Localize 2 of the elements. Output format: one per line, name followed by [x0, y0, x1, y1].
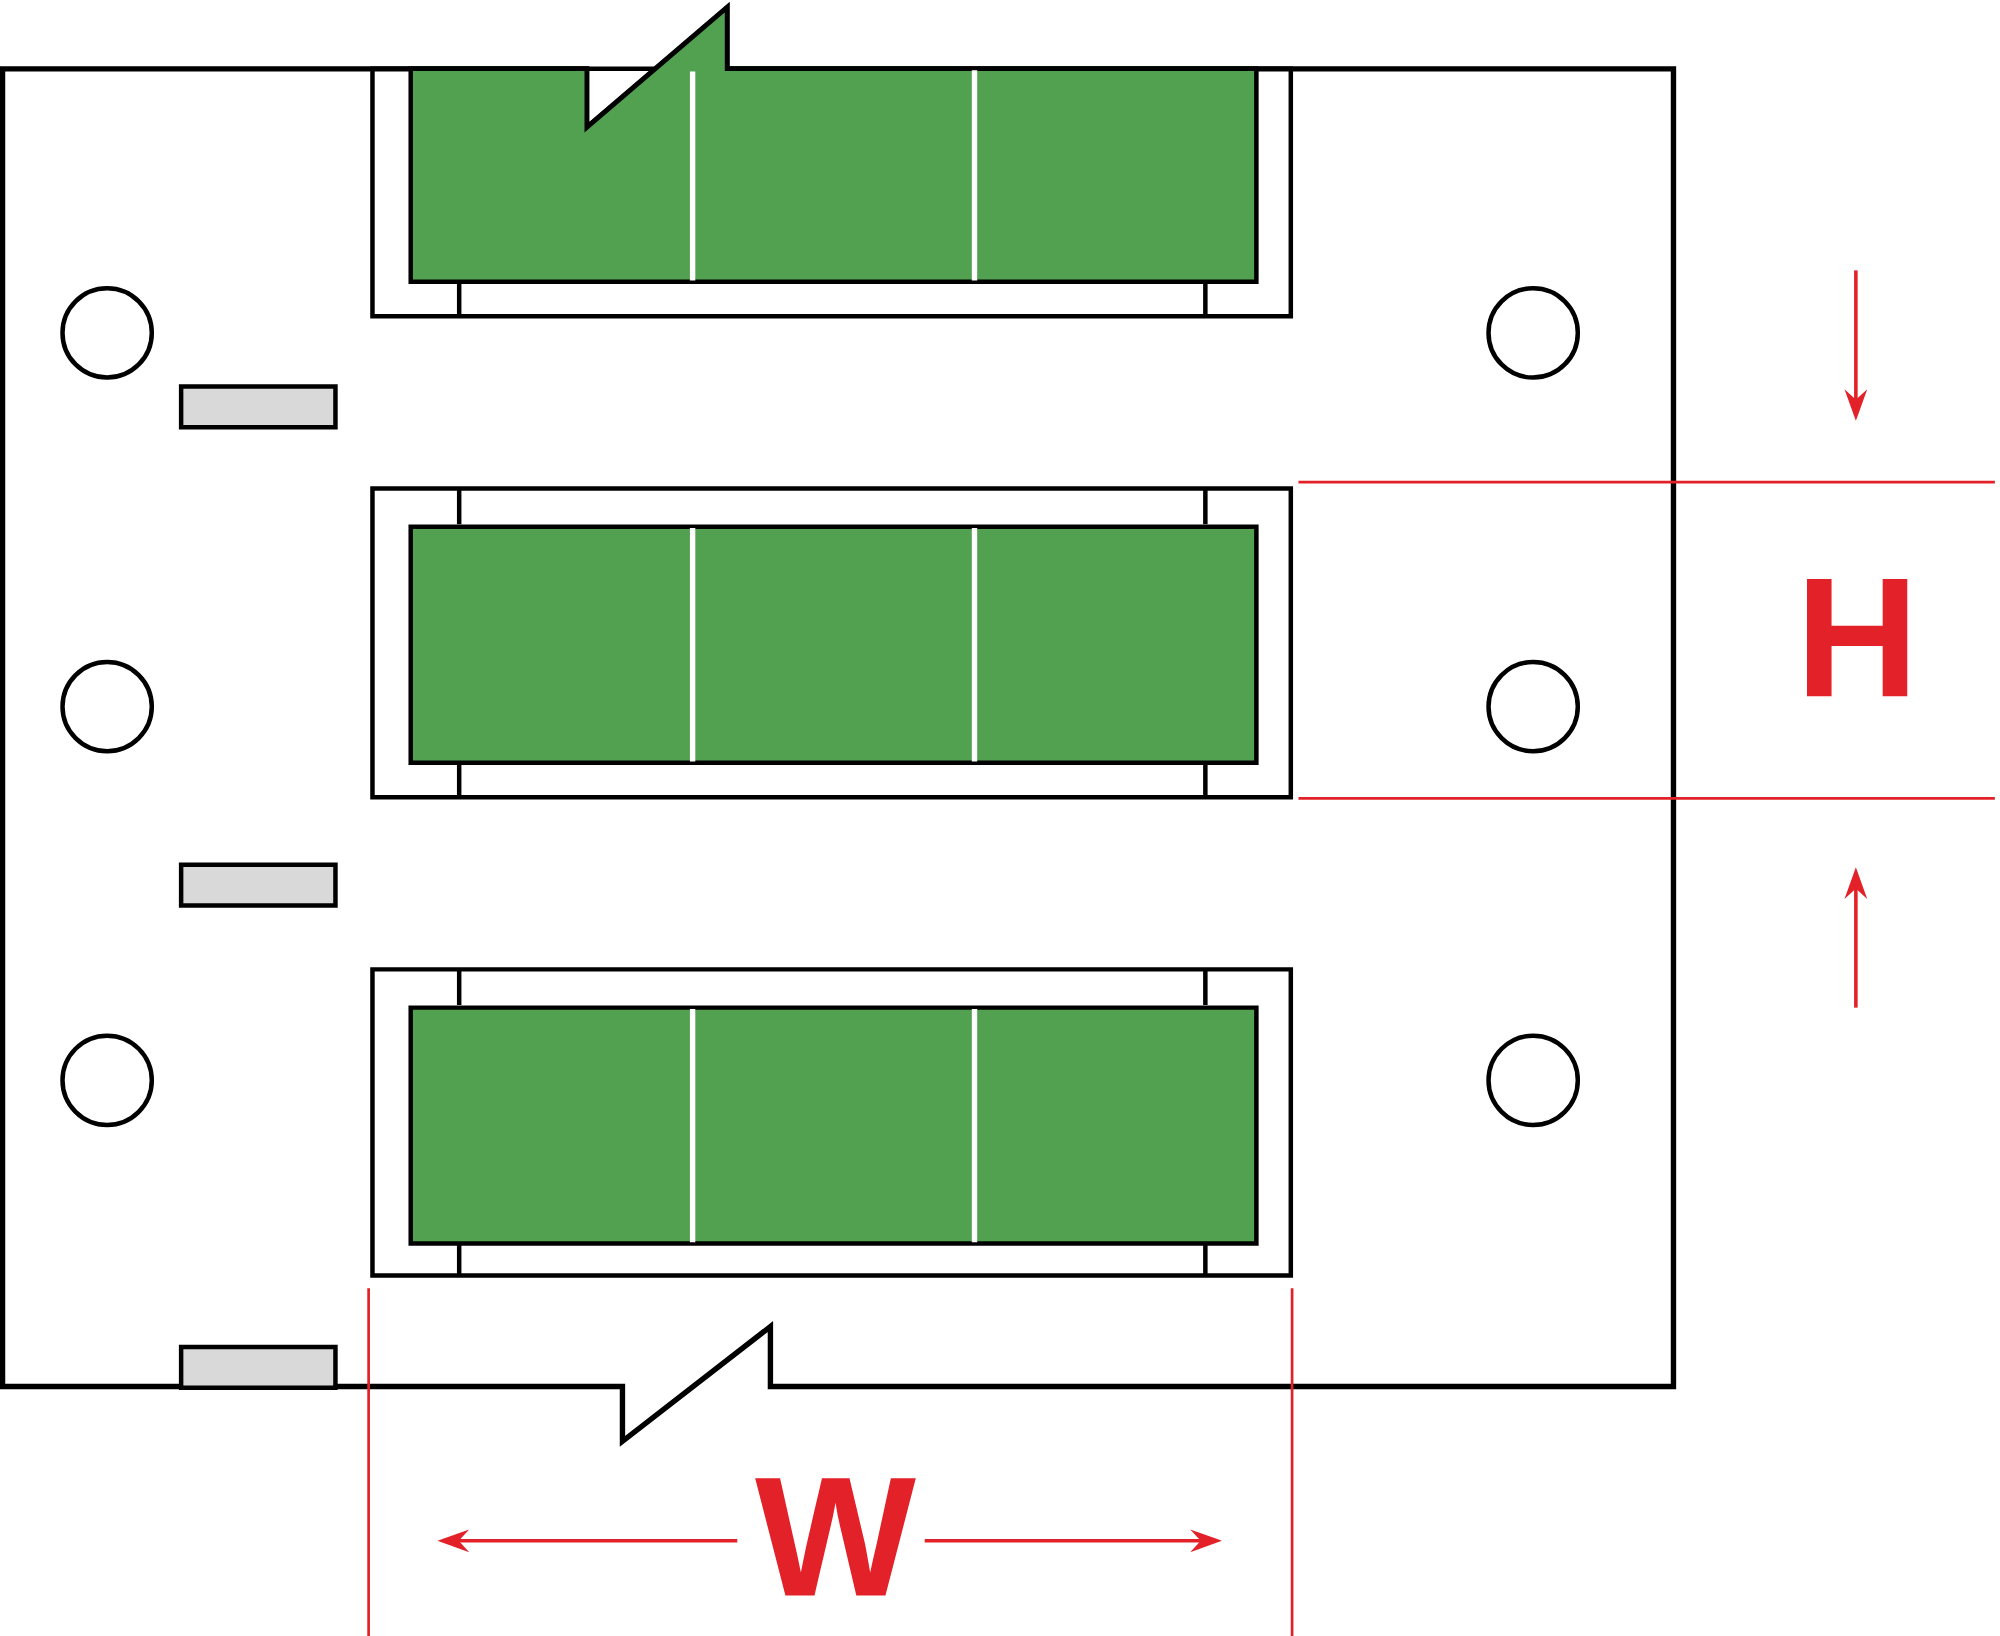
dimension-label: W [755, 1478, 916, 1596]
dimension-label: H [1807, 578, 1908, 697]
